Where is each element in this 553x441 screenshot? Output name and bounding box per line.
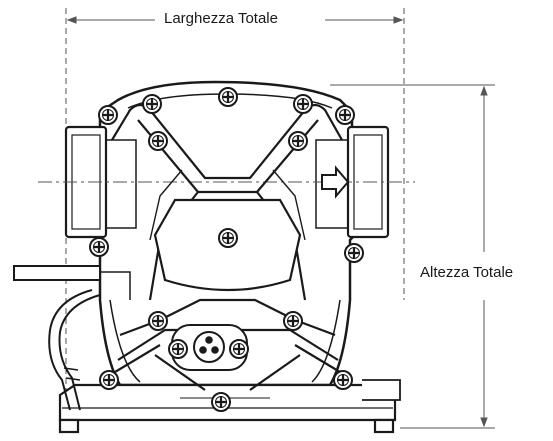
screw-icon (210, 391, 232, 413)
screw-icon (98, 369, 120, 391)
screw-icon (282, 310, 304, 332)
screw-icon (292, 93, 314, 115)
screw-icon (97, 104, 119, 126)
width-dimension-label: Larghezza Totale (160, 10, 282, 28)
screw-icon (228, 338, 250, 360)
screw-icon (217, 227, 239, 249)
left-mount (64, 125, 137, 239)
screw-icon (147, 310, 169, 332)
screw-icon (217, 86, 239, 108)
screw-icon (334, 104, 356, 126)
flow-arrow-icon (321, 165, 350, 199)
screw-icon (88, 236, 110, 258)
screw-icon (287, 130, 309, 152)
screw-icon (147, 130, 169, 152)
screw-icon (167, 338, 189, 360)
height-dimension (330, 84, 495, 429)
screw-icon (343, 242, 365, 264)
terminal-plug-icon (171, 324, 248, 371)
pipe (13, 265, 131, 300)
screw-icon (332, 369, 354, 391)
cable (48, 289, 101, 411)
screw-icon (141, 93, 163, 115)
right-stub (362, 379, 401, 401)
height-dimension-label: Altezza Totale (420, 262, 514, 284)
